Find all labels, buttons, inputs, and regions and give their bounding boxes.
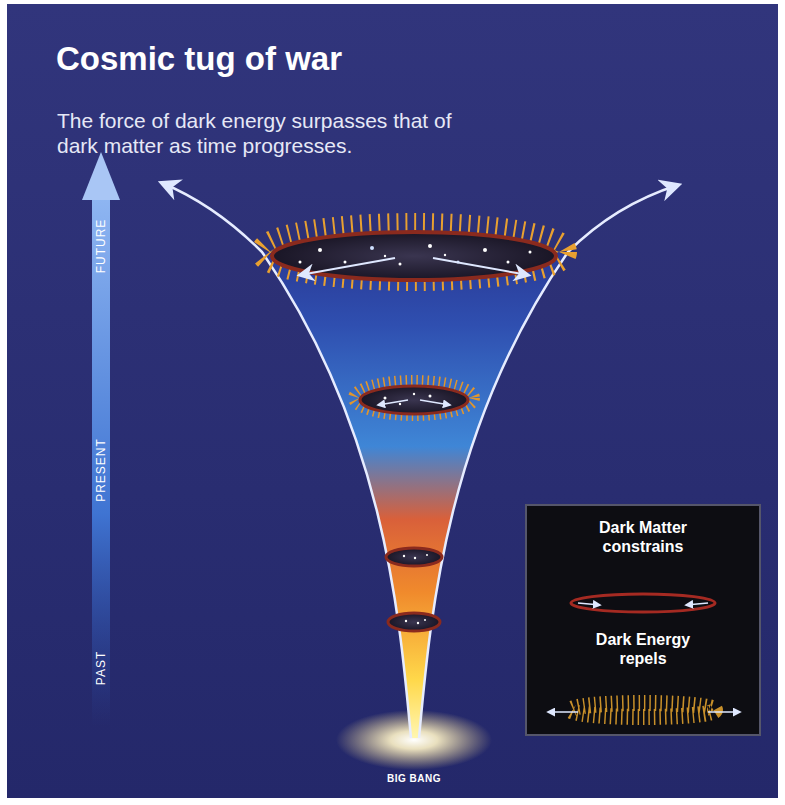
- legend-box: [526, 505, 760, 735]
- universe-disk: [386, 548, 442, 566]
- legend-text: Dark Matter constrains: [573, 518, 713, 556]
- dark-energy-sample: [548, 703, 740, 717]
- legend-text: Dark Energy repels: [573, 630, 713, 668]
- dark-matter-sample: [571, 594, 715, 612]
- expansion-funnel: [262, 252, 568, 738]
- title: Cosmic tug of war: [56, 40, 342, 78]
- time-label: PRESENT: [94, 438, 108, 502]
- universe-disk: [354, 381, 474, 415]
- time-label: PAST: [94, 651, 108, 685]
- background-panel: [7, 4, 778, 798]
- time-arrow: [82, 152, 120, 726]
- universe-disk: [388, 613, 440, 631]
- time-label: FUTURE: [94, 219, 108, 274]
- subtitle: The force of dark energy surpasses that …: [57, 108, 482, 158]
- origin-label: BIG BANG: [387, 773, 441, 784]
- universe-disk: [264, 226, 564, 280]
